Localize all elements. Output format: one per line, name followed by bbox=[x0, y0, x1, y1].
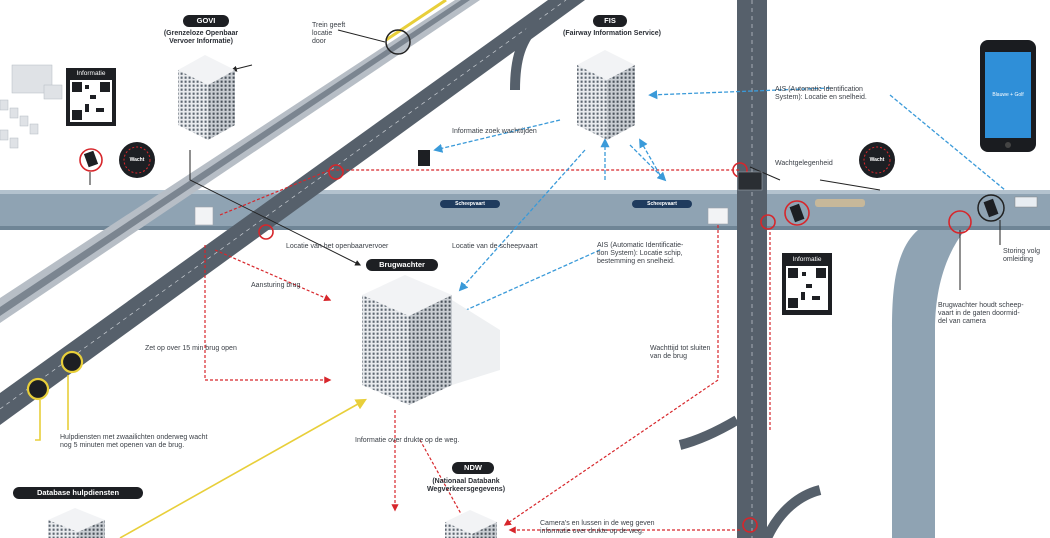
brugwachter-title: Brugwachter bbox=[366, 259, 438, 271]
signs bbox=[83, 150, 999, 223]
annotation-wachttijd: Wachttijd tot sluiten van de brug bbox=[650, 345, 711, 360]
fis-subtitle: (Fairway Information Service) bbox=[562, 30, 662, 37]
ndw-title: NDW bbox=[452, 462, 494, 474]
annotation-informatie-drukte: Informatie over drukte op de weg. bbox=[355, 437, 460, 444]
bridge-houses bbox=[194, 171, 763, 226]
annotation-aansturing: Aansturing brug bbox=[251, 282, 301, 289]
wacht-label-right: Wacht bbox=[869, 157, 885, 163]
annotation-hulpdiensten: Hulpdiensten met zwaailichten onderweg w… bbox=[60, 434, 208, 449]
building-govi bbox=[178, 55, 235, 140]
building-ndw bbox=[445, 510, 497, 538]
diagonal-road bbox=[0, 0, 585, 425]
govi-subtitle: (Grenzeloze Openbaar Vervoer Informatie) bbox=[163, 30, 239, 45]
wacht-signs bbox=[119, 142, 895, 178]
phone-screen-text: Blauwe + Golf bbox=[992, 92, 1024, 98]
annotation-ais-mid: AIS (Automatic Identificatie- tion Syste… bbox=[597, 242, 684, 265]
annotation-informatie-zoek: Informatie zoek wachttijden bbox=[452, 128, 537, 135]
qr-label-right: Informatie bbox=[782, 255, 832, 264]
annotation-cameras: Camera's en lussen in de weg geven infor… bbox=[540, 520, 655, 535]
ships bbox=[440, 196, 1038, 208]
annotation-ais-top: AIS (Automatic Identification System): L… bbox=[775, 86, 867, 101]
ship-label-2: Scheepvaart bbox=[647, 201, 677, 207]
black-markers bbox=[385, 29, 1005, 222]
waterway bbox=[0, 190, 1050, 538]
building-brugwachter bbox=[362, 275, 500, 405]
building-fis bbox=[577, 50, 635, 140]
yellow-markers bbox=[26, 350, 84, 401]
blue-flow-lines bbox=[433, 87, 1006, 317]
annotation-locatie-ov: Locatie van het openbaarvervoer bbox=[286, 243, 389, 250]
houses bbox=[0, 64, 63, 149]
black-connectors bbox=[89, 29, 1001, 290]
govi-title: GOVI bbox=[183, 15, 229, 27]
ship-label-1: Scheepvaart bbox=[455, 201, 485, 207]
annotation-brugwachter-houdt: Brugwachter houdt scheep- vaart in de ga… bbox=[938, 302, 1024, 325]
fis-title: FIS bbox=[593, 15, 627, 27]
annotation-zet-op: Zet op over 15 min brug open bbox=[145, 345, 237, 352]
red-markers bbox=[79, 148, 972, 533]
red-flow-lines bbox=[204, 169, 771, 534]
yellow-flow-lines bbox=[35, 375, 367, 538]
database-title: Database hulpdiensten bbox=[13, 487, 143, 499]
annotation-wachtgelegenheid: Wachtgelegenheid bbox=[775, 160, 833, 167]
railway bbox=[0, 0, 480, 323]
wacht-label-left: Wacht bbox=[129, 157, 145, 163]
vertical-road bbox=[510, 0, 822, 538]
building-database bbox=[48, 508, 105, 538]
annotation-trein: Trein geeft locatie door bbox=[312, 22, 346, 45]
qr-label-left: Informatie bbox=[66, 69, 116, 78]
annotation-storing: Storing volg omleiding bbox=[1003, 248, 1040, 263]
ndw-subtitle: (Nationaal Databank Wegverkeersgegevens) bbox=[426, 478, 506, 493]
smartphone bbox=[980, 40, 1036, 152]
annotation-locatie-schip: Locatie van de scheepvaart bbox=[452, 243, 538, 250]
